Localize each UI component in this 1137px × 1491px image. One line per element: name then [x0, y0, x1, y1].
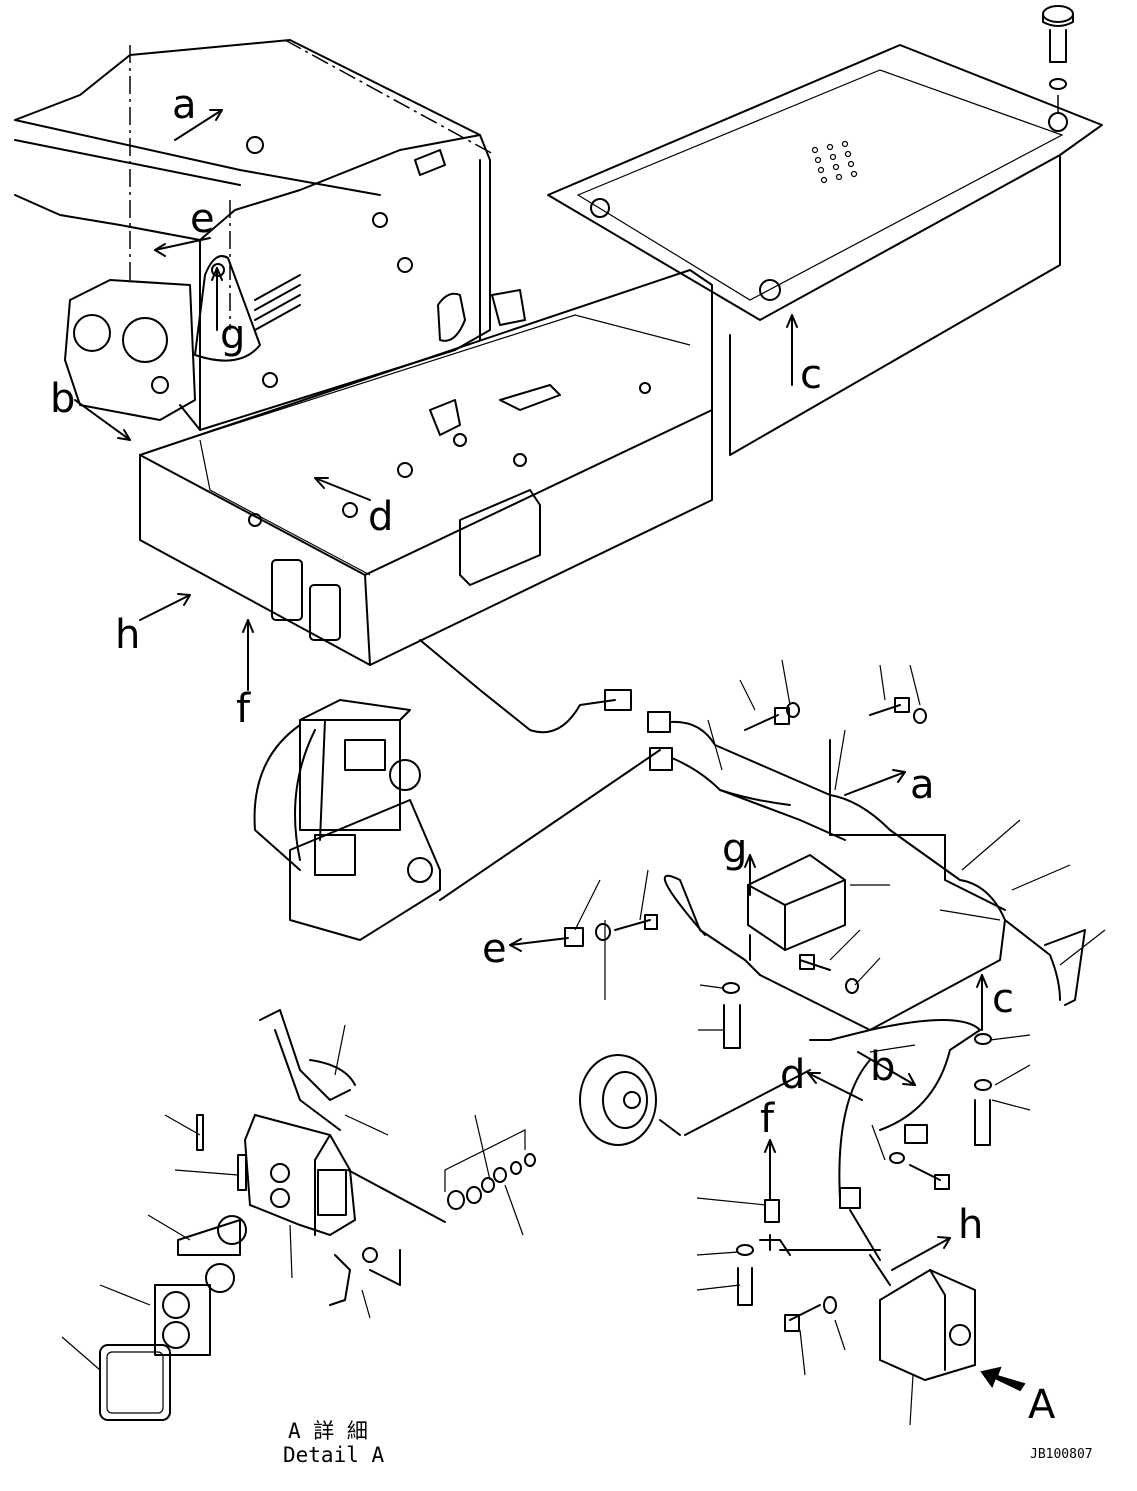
- label-frame-g: g: [220, 312, 245, 358]
- arrow-harness-a: [844, 769, 906, 796]
- arrow-detail-A: [980, 1366, 1026, 1392]
- label-harness-A: A: [1028, 1382, 1056, 1428]
- label-harness-c: c: [992, 976, 1014, 1022]
- arrow-frame-g: [211, 267, 223, 331]
- detail-title-jp: A 詳 細: [288, 1419, 368, 1443]
- arrows: [74, 109, 1026, 1392]
- label-frame-d: d: [368, 494, 393, 540]
- label-frame-b: b: [50, 376, 75, 422]
- label-harness-g: g: [722, 826, 747, 872]
- arrow-frame-f: [242, 619, 254, 691]
- arrow-harness-f: [764, 1139, 776, 1201]
- vent-holes: [811, 140, 858, 184]
- label-frame-f: f: [236, 686, 251, 732]
- detail-title-en: Detail A: [283, 1443, 385, 1467]
- arrow-harness-g: [744, 854, 756, 896]
- arrow-harness-d: [807, 1072, 863, 1101]
- wiring-harness: [564, 659, 1106, 1426]
- arrow-frame-a: [174, 109, 223, 141]
- label-frame-e: e: [190, 196, 215, 242]
- harness-leaders: [574, 659, 1106, 1426]
- arrow-frame-e: [154, 237, 211, 257]
- arrow-harness-h: [891, 1236, 951, 1271]
- label-frame-h: h: [115, 612, 140, 658]
- arrow-harness-c: [976, 974, 988, 1031]
- label-harness-h: h: [958, 1202, 983, 1248]
- arrow-frame-h: [139, 593, 191, 621]
- label-harness-d: d: [780, 1052, 805, 1098]
- arrow-frame-d: [314, 477, 371, 501]
- arrow-frame-b: [74, 399, 131, 441]
- frame-labels: a e g b d h f c: [50, 82, 822, 732]
- arrow-frame-c: [786, 314, 798, 386]
- arrow-harness-b: [857, 1051, 916, 1086]
- arrow-harness-e: [509, 937, 569, 952]
- detail-a: [61, 1009, 536, 1421]
- drawing-code: JB100807: [1030, 1447, 1093, 1462]
- fasteners: [595, 697, 992, 1332]
- frame-assembly: [14, 39, 713, 666]
- valve-block: [253, 639, 661, 941]
- harness-labels: a g e c b d f h A: [482, 762, 1056, 1428]
- label-harness-a: a: [910, 762, 935, 808]
- label-harness-b: b: [870, 1044, 895, 1090]
- label-harness-f: f: [760, 1096, 775, 1142]
- label-harness-e: e: [482, 926, 507, 972]
- cover-plate: [547, 5, 1103, 456]
- label-frame-a: a: [172, 82, 197, 128]
- detail-caption: A 詳 細 Detail A: [283, 1419, 385, 1467]
- label-frame-c: c: [800, 352, 822, 398]
